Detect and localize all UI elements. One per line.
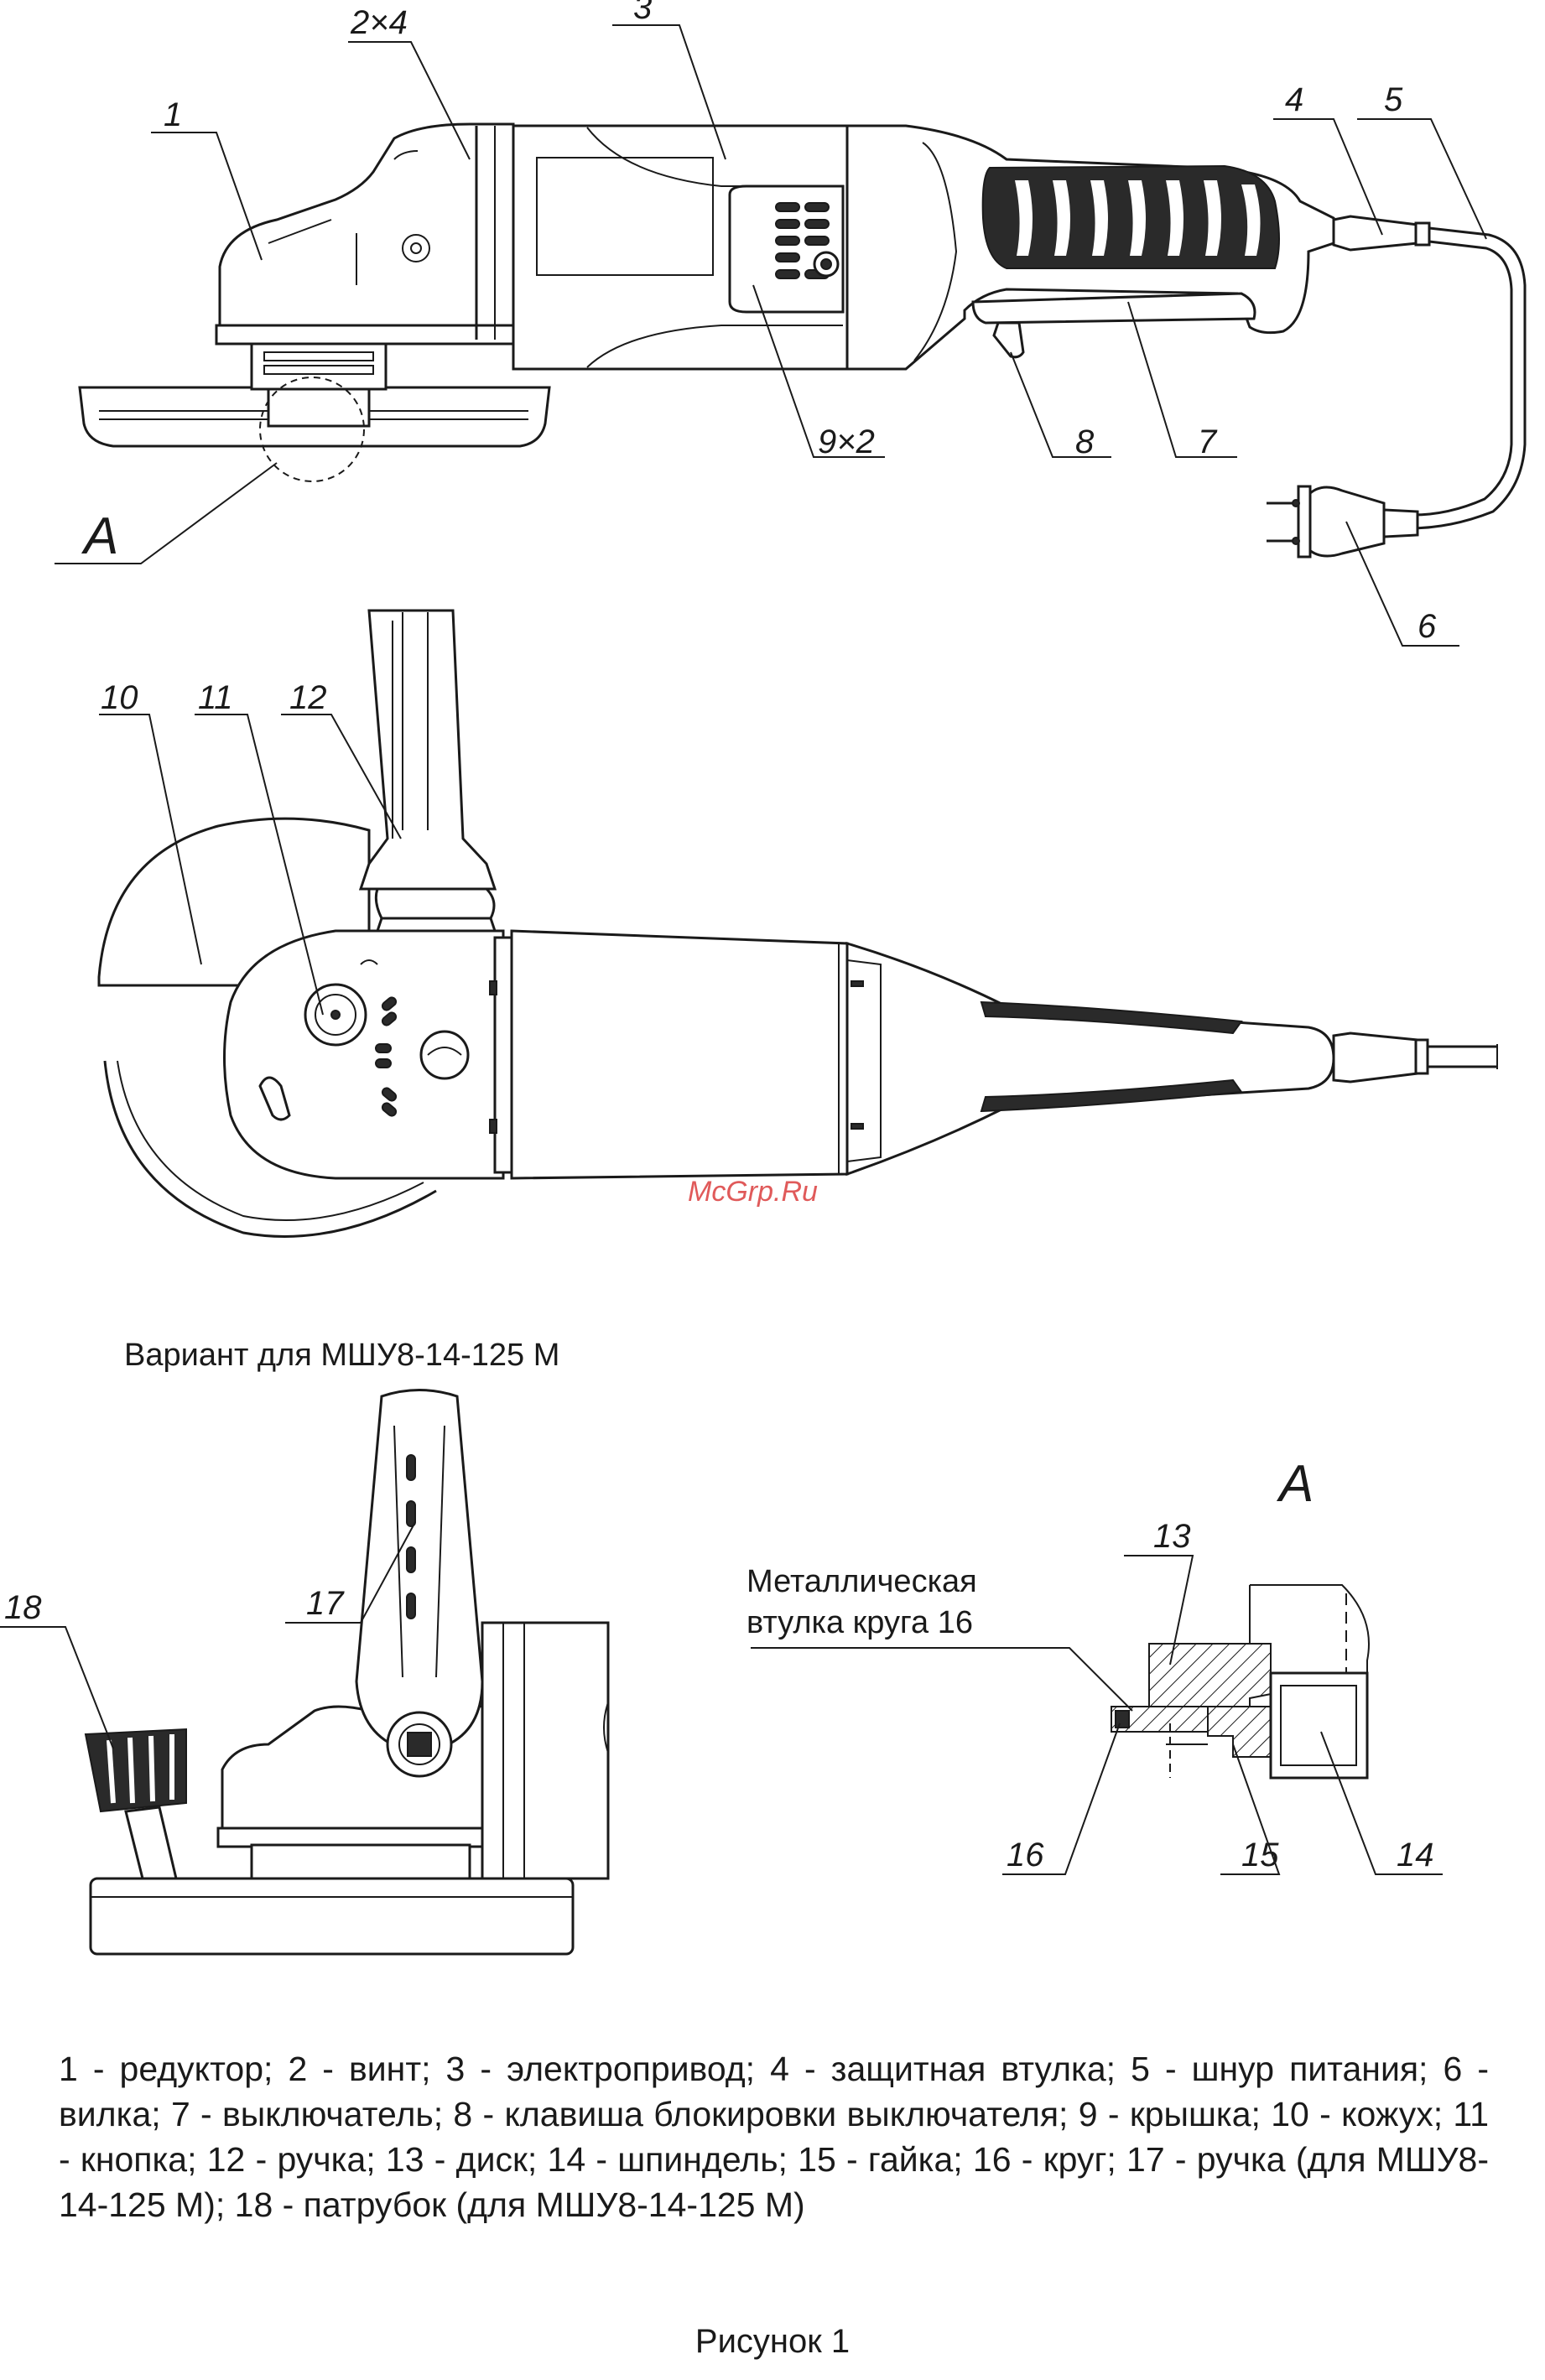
- vent-cover: [728, 184, 845, 314]
- gearbox-top: [223, 929, 505, 1180]
- callout-16: 16: [1007, 1837, 1044, 1873]
- figure-caption: Рисунок 1: [694, 2323, 851, 2360]
- switch-trigger: [971, 292, 1256, 325]
- watermark: McGrp.Ru: [688, 1176, 818, 1208]
- leader-13: [1124, 1555, 1194, 1665]
- variant-base-plate: [89, 1877, 575, 1956]
- power-cord: [1384, 226, 1527, 530]
- callout-1: 1: [164, 96, 182, 133]
- variant-caption: Вариант для МШУ8-14-125 М: [124, 1338, 559, 1373]
- detail-a-labels: 13 16 15 14: [1007, 1518, 1434, 1873]
- leader-8: [1010, 351, 1111, 458]
- callout-13: 13: [1153, 1518, 1191, 1555]
- leader-11: [195, 714, 324, 1016]
- leader-5: [1357, 118, 1487, 240]
- callout-9x2: 9×2: [818, 424, 875, 460]
- detail-a-title: A: [1276, 1455, 1314, 1513]
- dust-port: [124, 1806, 178, 1880]
- callout-15: 15: [1241, 1837, 1279, 1873]
- side-view: [78, 122, 1527, 559]
- top-view-labels: 10 11 12: [101, 679, 327, 716]
- parts-legend: 1 - редуктор; 2 - винт; 3 - электроприво…: [59, 2050, 1489, 2224]
- callout-8: 8: [1075, 424, 1095, 460]
- callout-18: 18: [4, 1589, 42, 1626]
- leader-10: [99, 714, 202, 965]
- side-view-labels: 1 2×4 3 4 5 9×2 8 7 6 A: [81, 0, 1437, 645]
- detail-a-leaders: [751, 1555, 1443, 1875]
- motor-top: [510, 929, 849, 1180]
- callout-4: 4: [1285, 81, 1303, 118]
- callout-2x4: 2×4: [350, 4, 408, 41]
- top-view: [97, 609, 1498, 1238]
- side-view-leaders: [55, 24, 1487, 647]
- leader-sleeve: [751, 1647, 1133, 1712]
- detail-a-circle: [259, 377, 365, 482]
- wheel-section: [1111, 1706, 1209, 1733]
- detail-caption-line1: Металлическая: [746, 1564, 977, 1599]
- top-view-leaders: [99, 714, 402, 1016]
- callout-17: 17: [306, 1585, 345, 1622]
- disc-section: [1148, 1643, 1272, 1707]
- variant-handle: [355, 1389, 484, 1754]
- leader-14: [1320, 1731, 1443, 1875]
- callout-3: 3: [633, 0, 652, 26]
- variant-labels: 17 18: [4, 1585, 345, 1626]
- detail-a-view: [1111, 1584, 1370, 1780]
- plug: [1382, 508, 1419, 538]
- leader-a: [55, 462, 278, 564]
- detail-caption-line2: втулка круга 16: [746, 1605, 973, 1640]
- variant-leaders: [0, 1521, 416, 1749]
- leader-18: [0, 1626, 114, 1749]
- spindle-section: [1269, 1671, 1369, 1780]
- callout-14: 14: [1397, 1837, 1434, 1873]
- leader-1: [151, 132, 263, 261]
- callout-a: A: [81, 507, 118, 565]
- callout-12: 12: [289, 679, 327, 716]
- leader-12: [281, 714, 402, 839]
- leader-2x4: [348, 41, 471, 160]
- callout-7: 7: [1198, 424, 1218, 460]
- leader-17: [285, 1521, 416, 1624]
- nut-section: [1207, 1706, 1272, 1758]
- leader-4: [1273, 118, 1383, 236]
- lock-lever: [992, 321, 1025, 359]
- variant-view: [84, 1389, 610, 1956]
- callout-6: 6: [1418, 608, 1437, 645]
- leader-6: [1345, 521, 1459, 647]
- callout-11: 11: [198, 679, 233, 716]
- callout-5: 5: [1384, 81, 1403, 118]
- leader-3: [612, 24, 726, 160]
- cord-protector: [1332, 215, 1419, 252]
- leader-9x2: [752, 284, 885, 458]
- leader-16: [1002, 1723, 1121, 1875]
- leader-15: [1220, 1743, 1281, 1875]
- leader-7: [1127, 301, 1237, 458]
- callout-10: 10: [101, 679, 138, 716]
